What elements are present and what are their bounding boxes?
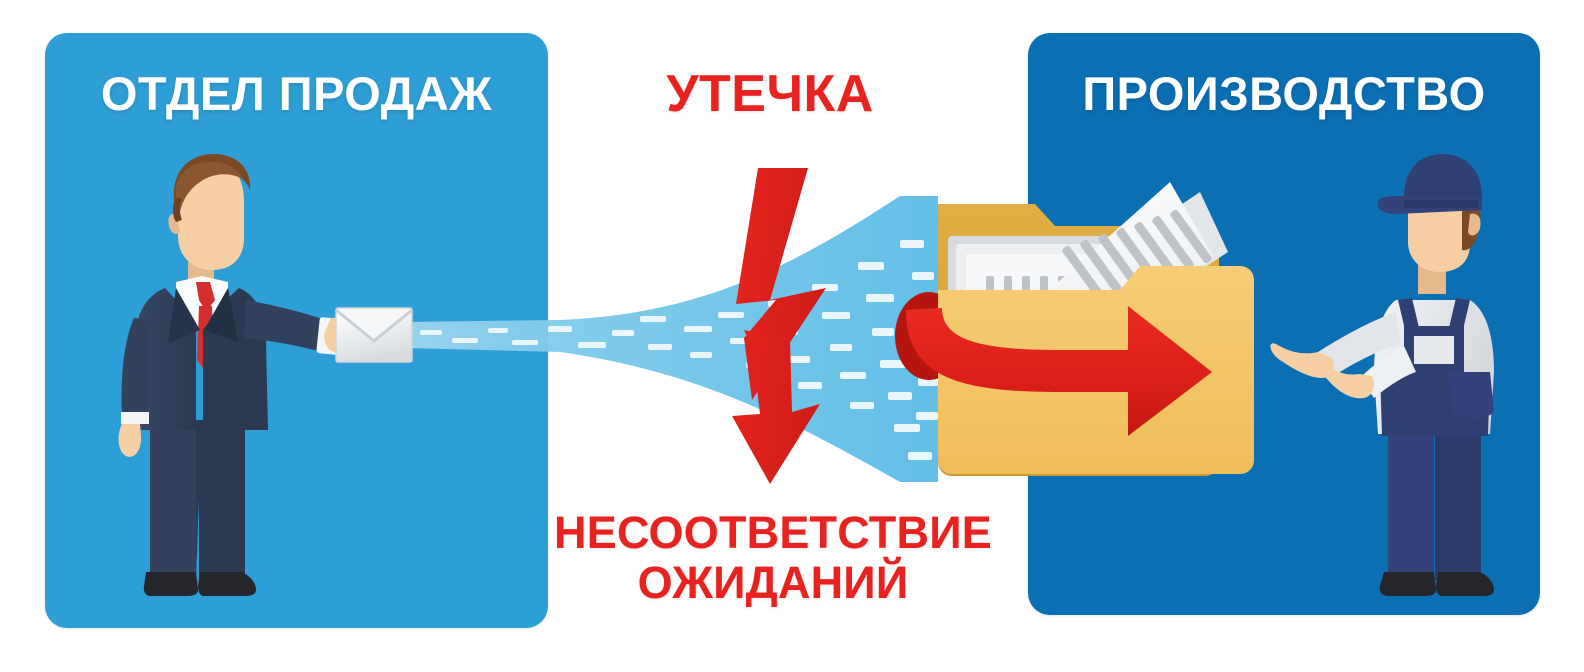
arrow-tail-ellipse <box>895 292 963 380</box>
sales-department-title: ОТДЕЛ ПРОДАЖ <box>100 67 493 120</box>
expectation-mismatch-caption: НЕСООТВЕТСТВИЕ ОЖИДАНИЙ <box>538 508 1008 608</box>
sales-department-panel <box>45 33 548 628</box>
leak-headline: УТЕЧКА <box>666 65 874 123</box>
caption-line-2: ОЖИДАНИЙ <box>637 557 909 608</box>
production-title: ПРОИЗВОДСТВО <box>1082 67 1486 120</box>
caption-line-1: НЕСООТВЕТСТВИЕ <box>554 507 992 558</box>
